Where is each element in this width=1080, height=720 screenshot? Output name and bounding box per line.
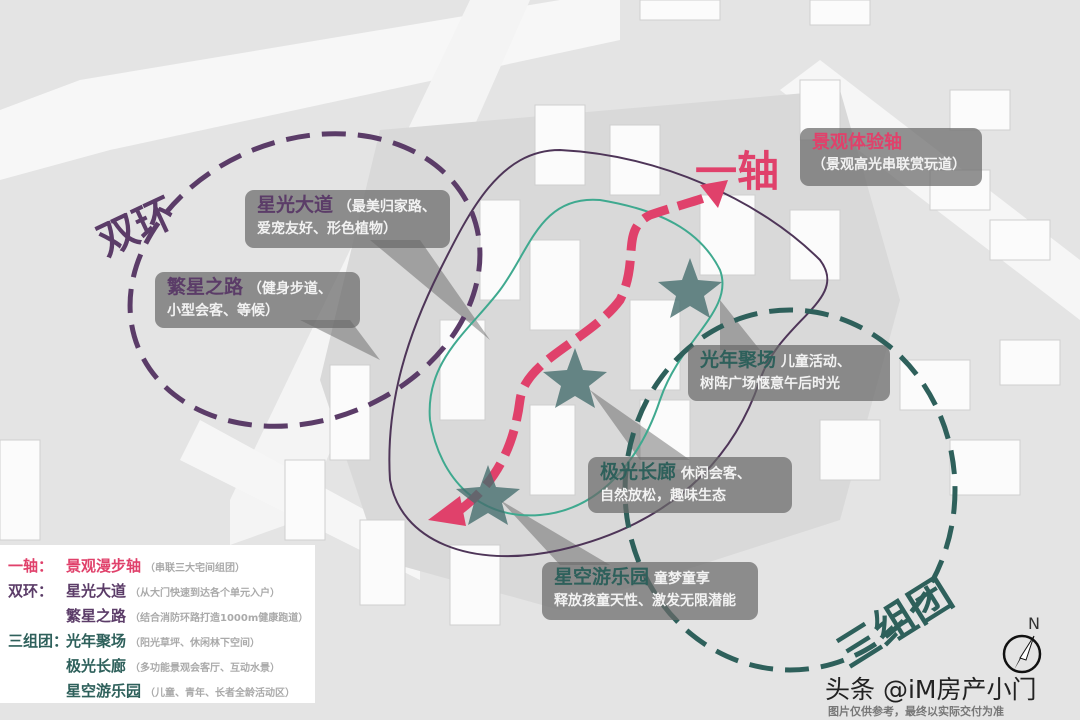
callout-title: 极光长廊: [600, 461, 677, 483]
inner-path-outline: [428, 198, 724, 517]
disclaimer: 图片仅供参考，最终以实际交付为准: [828, 705, 1004, 718]
fire-loop-outline: [388, 148, 829, 558]
legend-item: 双环： 星光大道（从大门快速到达各个单元入户）: [8, 578, 315, 603]
legend-name: 光年聚场: [66, 632, 127, 650]
watermark: 头条 @iM房产小门: [825, 675, 1037, 704]
legend-item: 一轴： 景观漫步轴（串联三大宅间组团）: [8, 553, 315, 578]
star-icon: [658, 258, 722, 318]
legend-name: 星空游乐园: [66, 682, 142, 700]
callout-landscape-axis: 景观体验轴 （景观高光串联赏玩道）: [800, 128, 982, 186]
callout-text: 树阵广场惬意午后时光: [700, 376, 840, 392]
legend-name: 景观漫步轴: [66, 557, 142, 575]
callout-title: 星光大道: [257, 194, 334, 216]
legend-key: 一轴：: [8, 557, 54, 575]
double-ring-dashed: [127, 131, 483, 429]
callout-text-inline: （最美归家路、: [337, 199, 436, 215]
legend-desc: （结合消防环路打造1000m健康跑道）: [130, 613, 309, 624]
callout-text: （景观高光串联赏玩道）: [812, 157, 966, 173]
compass-north-label: N: [1028, 614, 1040, 633]
north-arrow-icon: [1002, 634, 1042, 674]
cluster-stars: [456, 258, 722, 525]
callout-text-inline: 儿童活动、: [780, 354, 851, 370]
legend-key: 双环：: [8, 582, 54, 600]
legend-item: 繁星之路（结合消防环路打造1000m健康跑道）: [8, 603, 315, 628]
callout-text: 小型会客、等候）: [167, 303, 279, 319]
legend-item: 极光长廊（多功能景观会客厅、互动水景）: [8, 653, 315, 678]
callout-lightyear-plaza: 光年聚场 儿童活动、 树阵广场惬意午后时光: [688, 345, 890, 401]
callout-title: 光年聚场: [700, 349, 777, 371]
legend-name: 星光大道: [66, 582, 127, 600]
callout-stars-path: 繁星之路 （健身步道、 小型会客、等候）: [155, 272, 360, 328]
callout-text: 自然放松，趣味生态: [600, 488, 726, 504]
callout-text: 爱宠友好、形色植物）: [257, 221, 397, 237]
callout-text-inline: 休闲会客、: [680, 466, 751, 482]
legend-desc: （儿童、青年、长者全龄活动区）: [145, 688, 296, 699]
callout-title: 繁星之路: [167, 276, 244, 298]
legend-key: 三组团：: [8, 632, 69, 650]
callout-text-inline: 童梦童享: [653, 571, 710, 587]
callout-text: 释放孩童天性、激发无限潜能: [554, 593, 736, 609]
star-icon: [543, 348, 607, 408]
legend-item: 星空游乐园（儿童、青年、长者全龄活动区）: [8, 678, 315, 703]
callout-text-inline: （健身步道、: [247, 281, 332, 297]
star-icon: [456, 465, 520, 525]
axis-big-label: 一轴: [695, 147, 780, 196]
axis-arrowhead-icon: [700, 180, 728, 208]
legend-item: 三组团：光年聚场（阳光草坪、休闲林下空间）: [8, 628, 315, 653]
legend-name: 繁星之路: [66, 607, 127, 625]
axis-arrowhead-icon: [428, 496, 466, 526]
legend: 一轴： 景观漫步轴（串联三大宅间组团） 双环： 星光大道（从大门快速到达各个单元入户…: [0, 545, 315, 703]
callout-title: 星空游乐园: [554, 566, 650, 588]
legend-desc: （串联三大宅间组团）: [145, 563, 246, 574]
landscape-axis-path: [457, 190, 714, 514]
callout-aurora-corridor: 极光长廊 休闲会客、 自然放松，趣味生态: [588, 457, 792, 513]
legend-desc: （阳光草坪、休闲林下空间）: [130, 638, 261, 649]
legend-desc: （从大门快速到达各个单元入户）: [130, 588, 281, 599]
legend-desc: （多功能景观会客厅、互动水景）: [130, 663, 281, 674]
callout-title: 景观体验轴: [812, 132, 902, 153]
legend-name: 极光长廊: [66, 657, 127, 675]
callout-starlight-avenue: 星光大道 （最美归家路、 爱宠友好、形色植物）: [245, 190, 450, 248]
callout-starry-playground: 星空游乐园 童梦童享 释放孩童天性、激发无限潜能: [542, 562, 758, 620]
